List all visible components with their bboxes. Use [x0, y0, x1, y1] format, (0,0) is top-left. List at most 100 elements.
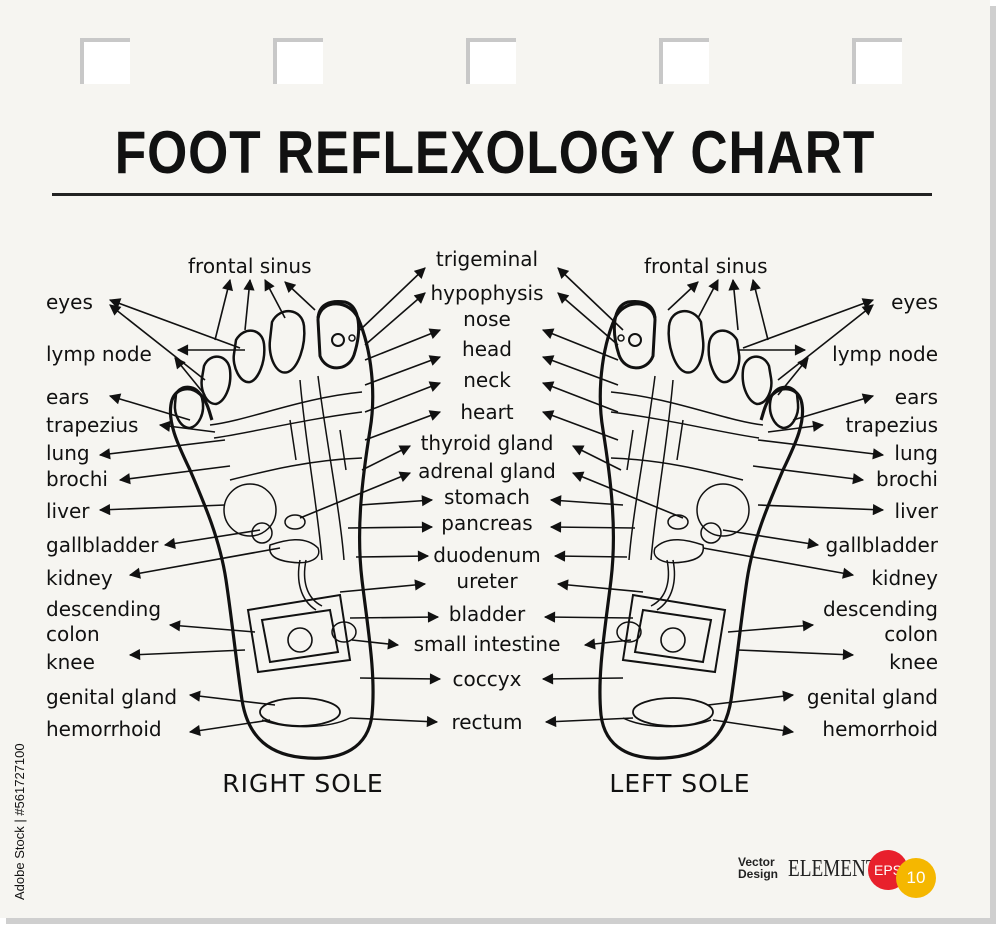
label-hemorrhoid-left: hemorrhoid: [822, 717, 938, 741]
leader-arrow: [543, 611, 634, 623]
label-rectum: rectum: [451, 710, 522, 734]
leader-arrow: [557, 292, 619, 346]
leader-arrow: [757, 439, 885, 460]
leader-arrow: [667, 281, 699, 311]
label-hemorrhoid-right: hemorrhoid: [46, 717, 162, 741]
leader-arrow: [541, 410, 619, 441]
label-genital-gland-left: genital gland: [807, 685, 938, 709]
leader-arrow: [243, 278, 255, 331]
leader-arrow: [571, 471, 684, 519]
binder-hole: [852, 38, 902, 84]
leader-arrow: [364, 292, 426, 346]
leader-arrow: [549, 495, 624, 507]
leader-arrow: [742, 298, 875, 349]
leader-arrow: [364, 381, 442, 413]
leader-arrow: [364, 355, 442, 386]
leader-arrow: [571, 445, 622, 471]
logo-line2: Design: [738, 867, 779, 881]
leader-arrow: [549, 521, 636, 533]
binder-hole: [80, 38, 130, 84]
leader-arrow: [750, 278, 769, 341]
leader-arrow: [556, 579, 644, 593]
caption-left-sole: LEFT SOLE: [609, 769, 750, 798]
leader-arrow: [553, 550, 628, 562]
leader-arrow: [702, 547, 855, 579]
leader-arrow: [188, 719, 271, 737]
leader-arrow: [757, 504, 885, 516]
leader-arrow: [98, 439, 226, 460]
leader-arrow: [752, 465, 865, 485]
left-foot-drawing: [598, 299, 805, 760]
leader-arrow: [707, 690, 795, 706]
label-coccyx: coccyx: [453, 667, 522, 691]
right-foot-drawing: [168, 299, 375, 760]
leader-arrow: [541, 673, 624, 685]
leader-arrow: [108, 298, 241, 349]
leader-arrow: [541, 381, 619, 413]
leader-arrow: [349, 611, 440, 623]
label-trapezius-left: trapezius: [846, 413, 938, 437]
label-stomach: stomach: [444, 485, 530, 509]
leader-arrow: [364, 410, 442, 441]
label-kidney-right: kidney: [46, 566, 113, 590]
label-thyroid-gland: thyroid gland: [421, 431, 554, 455]
leader-arrow: [351, 638, 400, 650]
leader-arrow: [108, 393, 191, 421]
title-underline: [52, 193, 932, 196]
leader-arrow: [359, 267, 426, 331]
label-heart: heart: [460, 400, 513, 424]
label-genital-gland-right: genital gland: [46, 685, 177, 709]
stock-watermark: Adobe Stock | #561727100: [12, 743, 27, 900]
leader-arrow: [541, 355, 619, 386]
label-knee-right: knee: [46, 650, 95, 674]
leader-arrow: [777, 304, 874, 381]
label-eyes-left: eyes: [891, 290, 938, 314]
leader-arrow: [727, 620, 815, 633]
leader-arrow: [557, 267, 624, 331]
label-head: head: [462, 337, 512, 361]
label-nose: nose: [463, 307, 511, 331]
label-brochi-left: brochi: [876, 467, 938, 491]
leader-arrow: [777, 357, 809, 396]
label-trapezius-right: trapezius: [46, 413, 138, 437]
leader-arrow: [349, 715, 439, 728]
leader-arrow: [109, 304, 206, 381]
page-sheet: FOOT REFLEXOLOGY CHART: [0, 0, 990, 918]
leader-arrow: [359, 495, 434, 507]
version-badge: 10: [896, 858, 936, 898]
leader-arrow: [583, 638, 632, 650]
label-descending-right: descending: [46, 597, 161, 621]
leader-arrow: [214, 278, 233, 341]
label-colon-right: colon: [46, 622, 100, 646]
label-eyes-right: eyes: [46, 290, 93, 314]
leader-arrow: [98, 504, 226, 516]
binder-hole: [273, 38, 323, 84]
label-gallbladder-left: gallbladder: [826, 533, 939, 557]
leader-arrow: [364, 328, 442, 361]
label-hypophysis: hypophysis: [430, 281, 543, 305]
leader-arrow: [737, 648, 855, 661]
label-lymp-node-right: lymp node: [46, 342, 152, 366]
leader-arrow: [299, 471, 412, 519]
label-frontal-sinus-left: frontal sinus: [644, 254, 768, 278]
label-adrenal-gland: adrenal gland: [418, 459, 556, 483]
stock-id-text: Adobe Stock | #561727100: [12, 743, 27, 900]
binder-hole: [659, 38, 709, 84]
leader-arrow: [355, 550, 430, 562]
label-liver-right: liver: [46, 499, 90, 523]
label-lymp-node-left: lymp node: [832, 342, 938, 366]
label-lung-right: lung: [46, 441, 90, 465]
leader-arrow: [158, 420, 216, 433]
label-colon-left: colon: [884, 622, 938, 646]
leader-arrow: [118, 465, 231, 485]
binder-hole: [466, 38, 516, 84]
label-descending-left: descending: [823, 597, 938, 621]
leader-arrow: [697, 279, 719, 319]
leader-arrow: [792, 393, 875, 421]
leader-arrow: [712, 719, 795, 737]
leader-arrow: [128, 547, 281, 579]
leader-arrow: [128, 648, 246, 661]
logo-line1: Vector: [738, 855, 775, 869]
label-neck: neck: [463, 368, 511, 392]
